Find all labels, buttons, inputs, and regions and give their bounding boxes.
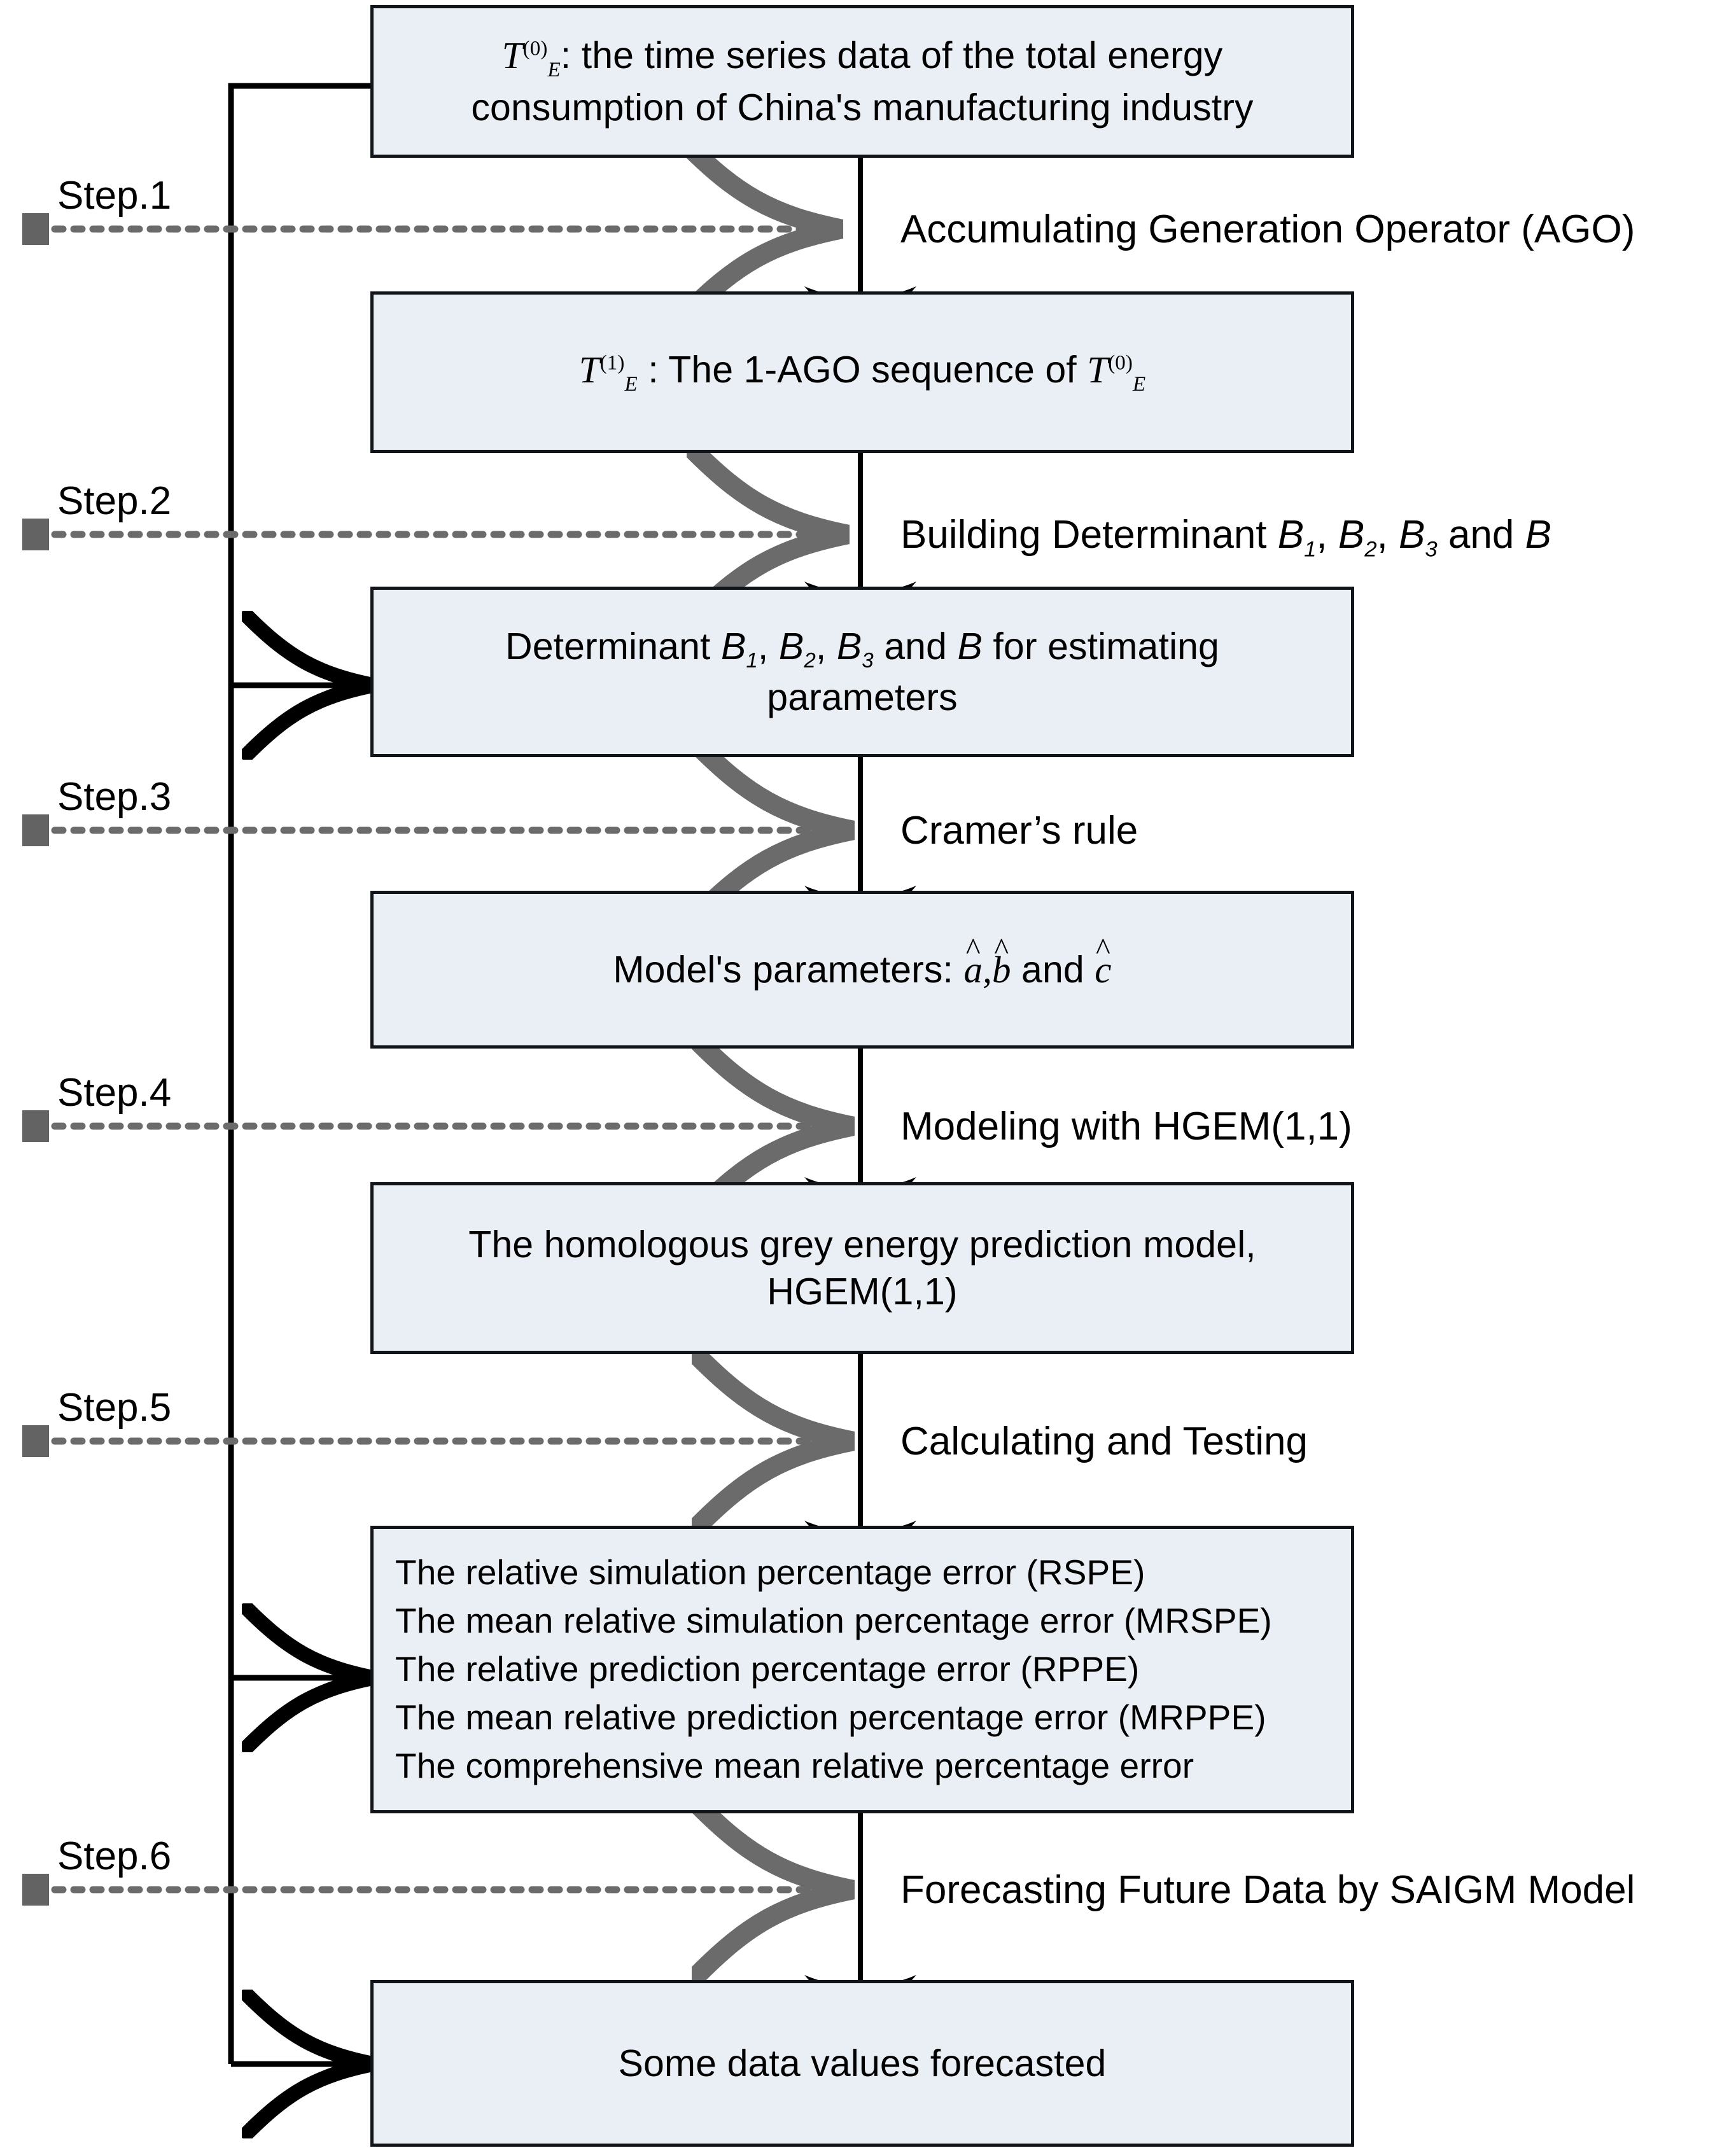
b2-symbol: B2: [778, 625, 816, 673]
determinants-text: Determinant B1, B2, B3 and B for estimat…: [505, 625, 1219, 719]
error-metrics-list: The relative simulation percentage error…: [395, 1549, 1334, 1790]
t-e-1-symbol: T(1)E: [578, 349, 638, 396]
step-label-3: Step.3: [57, 775, 172, 819]
step-annotation-5: Calculating and Testing: [900, 1419, 1308, 1463]
step-bullet-3: [22, 814, 49, 846]
model-parameters-text: Model's parameters: ^a,^b and ^c: [390, 932, 1334, 993]
ago-sequence-box[interactable]: T(1)E : The 1-AGO sequence of T(0)E: [370, 291, 1354, 453]
step-bullet-1: [22, 213, 49, 245]
b1-symbol: B1: [720, 625, 758, 673]
step-bullet-6: [22, 1874, 49, 1906]
list-item: The relative simulation percentage error…: [395, 1552, 1145, 1593]
step-bullet-5: [22, 1425, 49, 1457]
ago-sequence-text: T(1)E : The 1-AGO sequence of T(0)E: [390, 346, 1334, 398]
step-label-5: Step.5: [57, 1386, 172, 1430]
step-label-4: Step.4: [57, 1071, 172, 1115]
forecast-output-box[interactable]: Some data values forecasted: [370, 1980, 1354, 2147]
error-metrics-box[interactable]: The relative simulation percentage error…: [370, 1526, 1354, 1813]
hgem-model-text: The homologous grey energy prediction mo…: [390, 1221, 1334, 1316]
step-bullet-2: [22, 519, 49, 550]
step-annotation-1: Accumulating Generation Operator (AGO): [900, 207, 1635, 251]
b-symbol: B: [1525, 513, 1551, 557]
c-hat-symbol: ^c: [1095, 932, 1112, 991]
source-data-line2: consumption of China's manufacturing ind…: [471, 86, 1254, 129]
step-label-6: Step.6: [57, 1834, 172, 1878]
hgem-model-line1: The homologous grey energy prediction mo…: [468, 1223, 1256, 1266]
list-item: The mean relative prediction percentage …: [395, 1697, 1266, 1737]
ago-sequence-mid: : The 1-AGO sequence of: [637, 349, 1088, 391]
t-e-0-symbol: T(0)E: [501, 34, 561, 81]
determinants-prefix: Determinant: [505, 625, 721, 667]
parameter-comma: ,: [983, 948, 992, 991]
list-item: The mean relative simulation percentage …: [395, 1601, 1272, 1641]
model-parameters-prefix: Model's parameters:: [613, 948, 964, 991]
step2-annotation-and: and: [1437, 513, 1525, 557]
model-parameters-box[interactable]: Model's parameters: ^a,^b and ^c: [370, 891, 1354, 1049]
step-label-1: Step.1: [57, 174, 172, 218]
a-hat-symbol: ^a: [963, 932, 983, 991]
b1-symbol: B1: [1277, 513, 1317, 562]
step-annotation-2: Building Determinant B1, B2, B3 and B: [900, 513, 1551, 562]
b3-symbol: B3: [836, 625, 874, 673]
determinants-suffix: for estimating: [982, 625, 1219, 667]
hgem-model-line2: HGEM(1,1): [767, 1271, 958, 1313]
determinants-line2: parameters: [767, 676, 958, 719]
step2-annotation-prefix: Building Determinant: [900, 513, 1278, 557]
step-annotation-4: Modeling with HGEM(1,1): [900, 1105, 1352, 1148]
determinants-box[interactable]: Determinant B1, B2, B3 and B for estimat…: [370, 587, 1354, 757]
source-data-text: T(0)E: the time series data of the total…: [390, 32, 1334, 131]
model-parameters-mid: and: [1011, 948, 1095, 991]
hgem-model-box[interactable]: The homologous grey energy prediction mo…: [370, 1182, 1354, 1354]
determinants-and: and: [873, 625, 958, 667]
step-annotation-6: Forecasting Future Data by SAIGM Model: [900, 1868, 1635, 1912]
step-bullet-4: [22, 1110, 49, 1142]
list-item: The comprehensive mean relative percenta…: [395, 1745, 1194, 1785]
step-annotation-3: Cramer’s rule: [900, 809, 1138, 853]
b-symbol: B: [957, 625, 983, 667]
t-e-0-symbol-ref: T(0)E: [1087, 349, 1146, 396]
source-data-line1: : the time series data of the total ener…: [560, 34, 1223, 77]
step-label-2: Step.2: [57, 479, 172, 523]
b3-symbol: B3: [1399, 513, 1438, 562]
list-item: The relative prediction percentage error…: [395, 1649, 1140, 1689]
forecast-output-text: Some data values forecasted: [618, 2042, 1107, 2084]
source-data-box[interactable]: T(0)E: the time series data of the total…: [370, 5, 1354, 158]
b2-symbol: B2: [1338, 513, 1377, 562]
b-hat-symbol: ^b: [991, 932, 1011, 991]
